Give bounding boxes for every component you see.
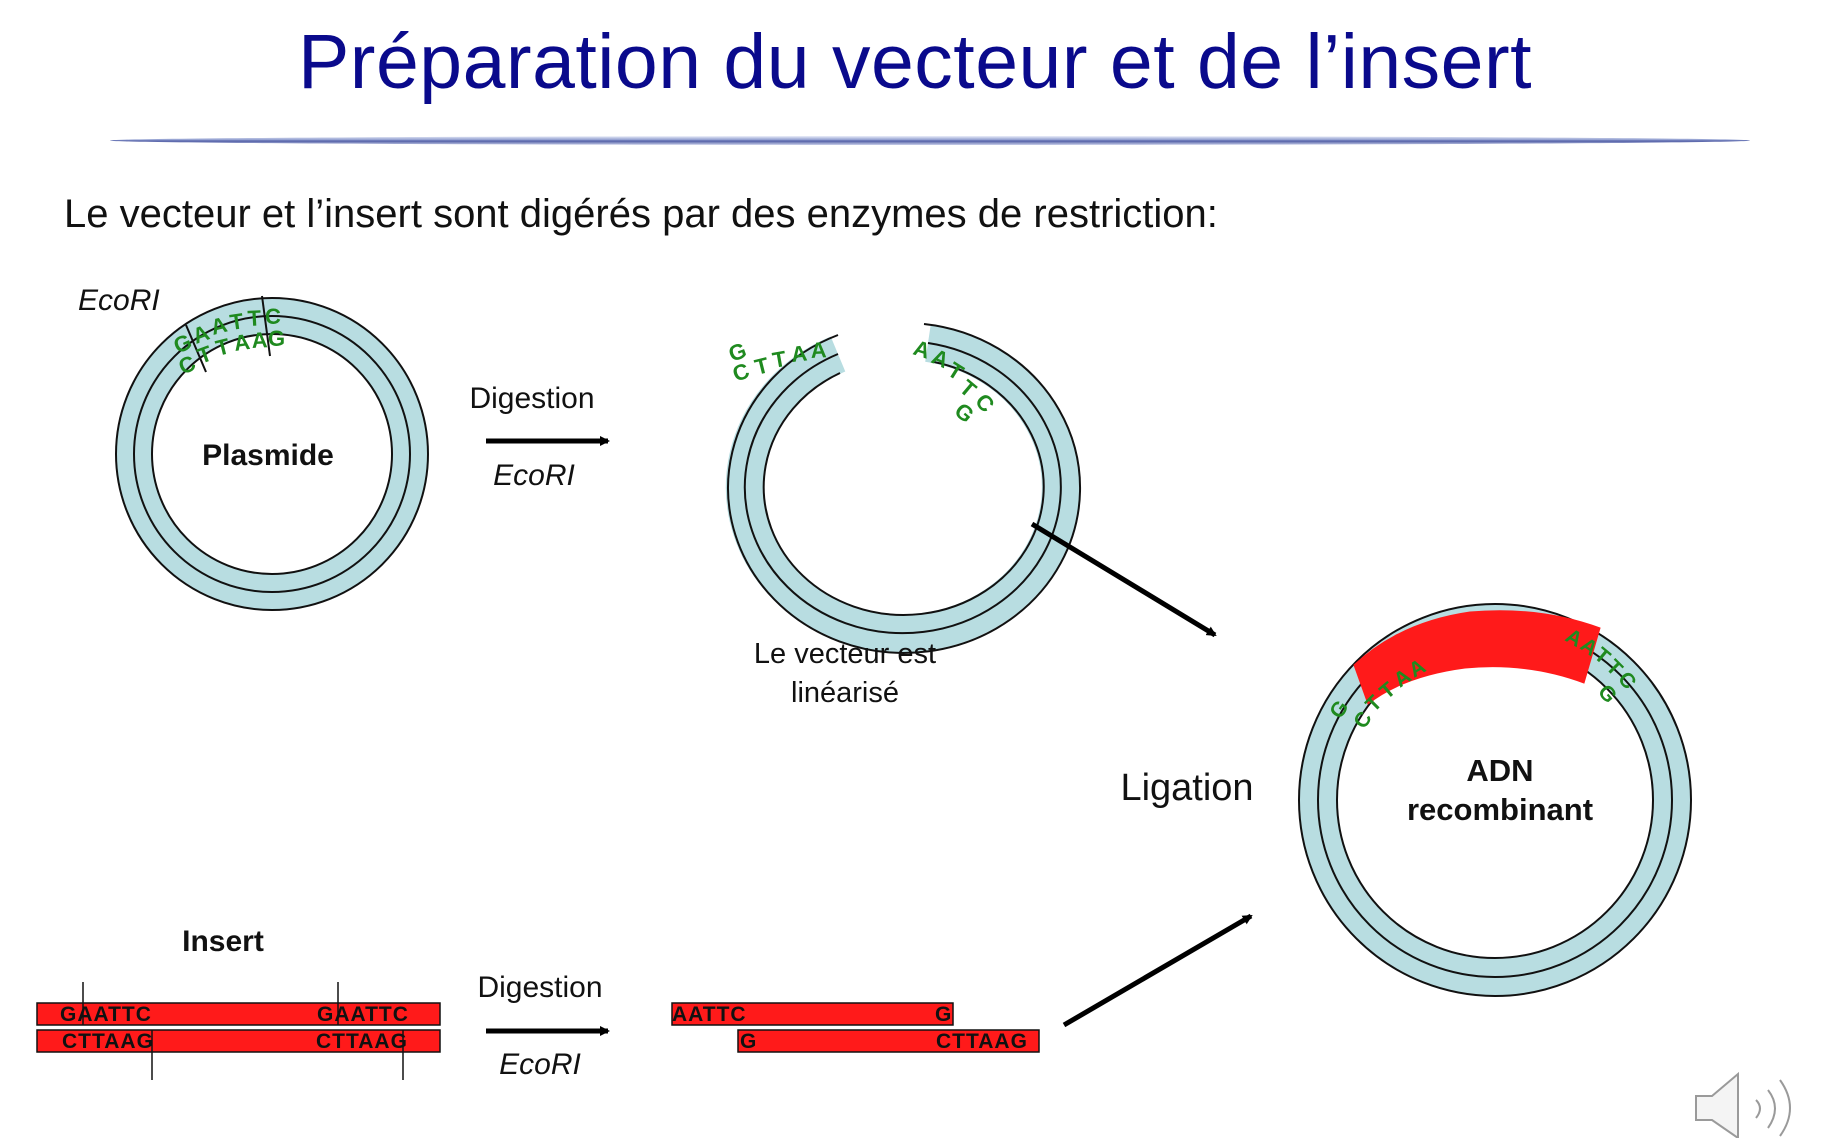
insert-top-strand — [36, 1002, 441, 1026]
svg-text:T: T — [228, 308, 245, 335]
linearized-vector — [725, 323, 1081, 654]
recombinant-label-1: ADN — [1466, 753, 1533, 788]
insert-bottom-strand — [36, 1029, 441, 1053]
svg-text:T: T — [247, 305, 262, 331]
svg-text:A: A — [208, 312, 230, 340]
svg-text:A: A — [790, 340, 809, 367]
linearized-caption-1: Le vecteur est — [754, 638, 936, 670]
cut-insert-top-left: AATTC — [672, 1003, 747, 1026]
digestion-bottom-enzyme: EcoRI — [499, 1048, 581, 1081]
insert-site-top-2: GAATTC — [317, 1003, 409, 1026]
digestion-bottom-label: Digestion — [477, 971, 602, 1004]
arrow-insert-to-ligation — [1062, 913, 1253, 1028]
digestion-top-label: Digestion — [469, 382, 594, 415]
svg-text:A: A — [910, 335, 933, 364]
cut-mark — [261, 295, 271, 357]
svg-text:A: A — [232, 329, 251, 356]
insert-label: Insert — [182, 925, 264, 958]
svg-text:T: T — [752, 352, 772, 380]
plasmid-enzyme-label: EcoRI — [78, 284, 160, 317]
insert-dna — [36, 982, 441, 1080]
cut-insert-bottom-strand — [737, 1029, 1040, 1053]
recombinant-dna — [1298, 603, 1692, 997]
speaker-icon[interactable] — [1692, 1066, 1822, 1138]
ligation-label: Ligation — [1120, 767, 1253, 809]
subtitle: Le vecteur et l’insert sont digérés par … — [64, 192, 1218, 236]
title-divider — [110, 136, 1750, 145]
arrow-vector-to-ligation — [1030, 521, 1217, 638]
svg-text:C: C — [729, 358, 753, 387]
svg-text:T: T — [213, 333, 233, 361]
svg-text:A: A — [251, 327, 268, 353]
svg-text:G: G — [268, 326, 285, 351]
insert-site-top-1: GAATTC — [60, 1003, 152, 1026]
linearized-caption-2: linéarisé — [791, 677, 899, 709]
cut-insert-bottom-right: CTTAAG — [936, 1030, 1028, 1053]
insert-site-bottom-1: CTTAAG — [62, 1030, 154, 1053]
plasmid — [115, 295, 429, 611]
cut-insert-top-right: G — [935, 1003, 951, 1026]
cut-insert-top-strand — [671, 1002, 954, 1026]
cut-insert-bottom-left: G — [740, 1030, 756, 1053]
page-title: Préparation du vecteur et de l’insert — [297, 19, 1533, 105]
svg-text:C: C — [265, 304, 281, 329]
plasmid-label: Plasmide — [202, 439, 334, 472]
cut-mark — [185, 324, 207, 373]
digestion-top-enzyme: EcoRI — [493, 459, 575, 492]
linearized-ring — [725, 324, 1080, 653]
recombinant-label-2: recombinant — [1407, 792, 1593, 827]
insert-segment — [1353, 610, 1601, 705]
svg-text:T: T — [771, 346, 789, 373]
svg-text:A: A — [810, 337, 827, 363]
cut-insert — [671, 1002, 1040, 1053]
insert-site-bottom-2: CTTAAG — [316, 1030, 408, 1053]
